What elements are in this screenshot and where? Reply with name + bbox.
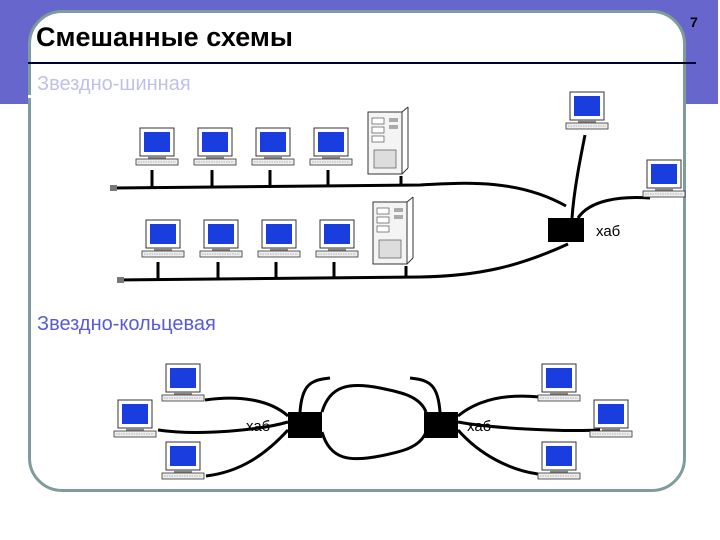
server-icon	[372, 196, 414, 265]
hub-icon	[288, 412, 322, 438]
workstation-icon	[257, 219, 301, 258]
ring-cables	[157, 376, 601, 478]
bus-cable-bottom	[119, 242, 569, 282]
hub-label-left: хаб	[246, 418, 271, 435]
bus-taps-bottom	[156, 262, 408, 280]
workstation-icon	[537, 363, 581, 402]
workstation-icon	[251, 127, 295, 166]
title-underline	[28, 62, 696, 64]
workstation-icon	[315, 219, 359, 258]
workstation-icon	[193, 127, 237, 166]
workstation-icon	[161, 363, 205, 402]
page-number: 7	[690, 14, 698, 30]
workstation-icon	[135, 127, 179, 166]
hub-label-right: хаб	[467, 418, 492, 435]
workstation-icon	[161, 441, 205, 480]
section-title-star-ring: Звездно-кольцевая	[37, 313, 216, 335]
section-underline	[28, 95, 636, 98]
workstation-icon	[565, 91, 609, 130]
server-icon	[367, 106, 409, 175]
workstation-icon	[537, 441, 581, 480]
workstation-icon	[141, 219, 185, 258]
hub-icon	[424, 412, 458, 438]
terminator-top	[110, 185, 117, 191]
workstation-icon	[199, 219, 243, 258]
bus-taps-top	[150, 170, 403, 188]
terminator-bottom	[117, 277, 124, 283]
workstation-icon	[642, 159, 686, 198]
workstation-icon	[589, 399, 633, 438]
hub-cables-top	[570, 134, 651, 219]
hub-icon	[548, 218, 584, 242]
slide-title: Смешанные схемы	[36, 22, 293, 52]
workstation-icon	[113, 399, 157, 438]
bus-cable-top	[111, 181, 567, 208]
hub-label-top: хаб	[596, 223, 621, 240]
section-title-star-bus: Звездно-шинная	[37, 73, 191, 95]
workstation-icon	[309, 127, 353, 166]
